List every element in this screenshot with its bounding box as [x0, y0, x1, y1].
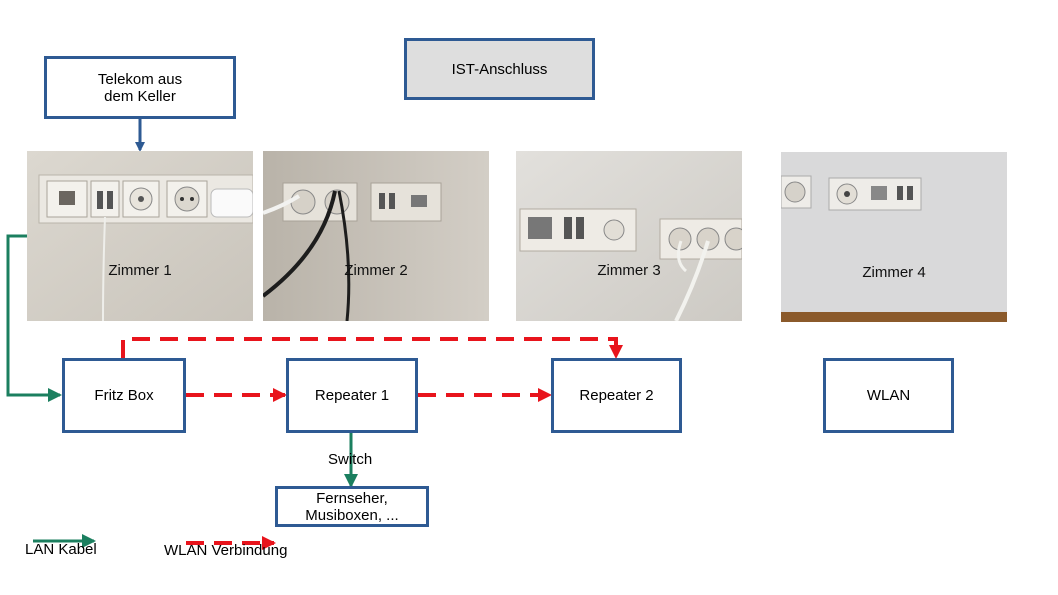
fritz-box-label: Fritz Box	[94, 387, 154, 404]
photo-zimmer-3: Zimmer 3	[516, 151, 742, 321]
photo-zimmer-1: Zimmer 1	[27, 151, 253, 321]
photo-zimmer-2: Zimmer 2	[263, 151, 489, 321]
wlan-fritzbox-repeater2	[121, 337, 623, 359]
repeater-1-box: Repeater 1	[286, 358, 418, 433]
lan-zimmer1-fritzbox	[6, 234, 62, 402]
endpoint-box: Fernseher, Musiboxen, ...	[275, 486, 429, 527]
fritz-box: Fritz Box	[62, 358, 186, 433]
legend-lan-label: LAN Kabel	[25, 541, 97, 558]
wlan-box: WLAN	[823, 358, 954, 433]
room-label-2: Zimmer 2	[344, 262, 408, 279]
telekom-text: Telekom aus dem Keller	[97, 70, 183, 105]
room-label-4: Zimmer 4	[862, 264, 926, 281]
repeater-2-label: Repeater 2	[579, 387, 654, 404]
wlan-label: WLAN	[866, 387, 911, 404]
title-text: IST-Anschluss	[451, 60, 548, 78]
endpoint-label: Fernseher, Musiboxen, ...	[305, 489, 399, 524]
room-label-3: Zimmer 3	[597, 262, 661, 279]
telekom-box: Telekom aus dem Keller	[44, 56, 236, 119]
room-label-1: Zimmer 1	[108, 262, 172, 279]
legend-wlan-label: WLAN Verbindung	[164, 542, 288, 559]
repeater-1-label: Repeater 1	[314, 387, 390, 404]
repeater-2-box: Repeater 2	[551, 358, 682, 433]
title-box: IST-Anschluss	[404, 38, 595, 100]
switch-label: Switch	[328, 451, 373, 468]
photo-zimmer-4: Zimmer 4	[781, 152, 1007, 322]
